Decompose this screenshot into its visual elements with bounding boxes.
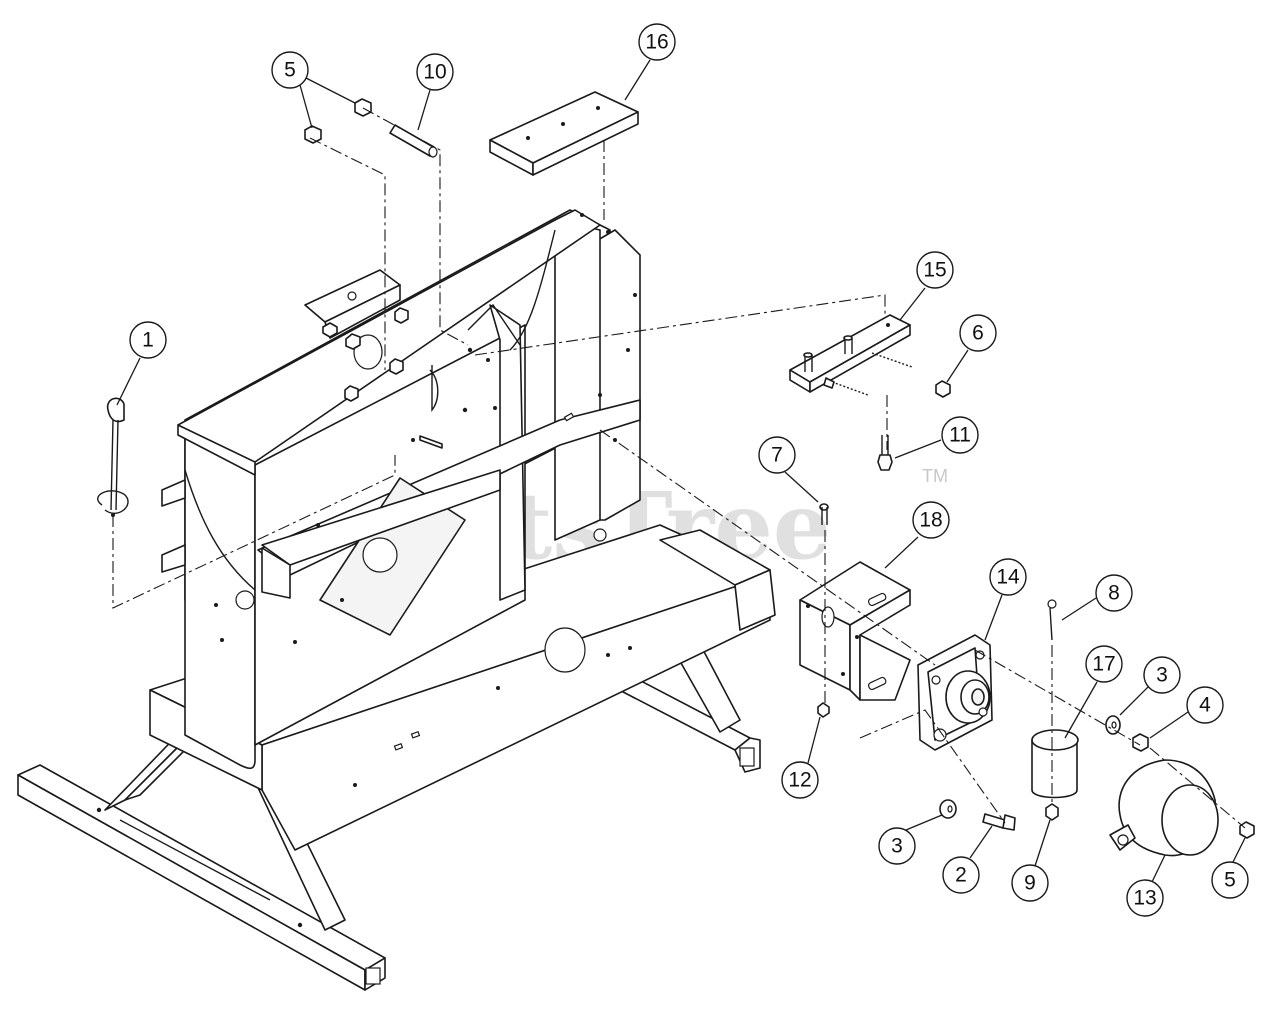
callout-15: 15 (916, 251, 954, 289)
svg-text:5: 5 (284, 59, 296, 82)
part-12-nut (817, 702, 830, 718)
callouts: 1 5 10 16 15 6 (116, 23, 1249, 917)
svg-text:14: 14 (996, 566, 1020, 589)
part-9-nut (1045, 803, 1059, 821)
right-upright (597, 229, 641, 521)
callout-13: 13 (1126, 879, 1164, 917)
callout-6: 6 (959, 314, 997, 352)
part-18-bracket (799, 561, 911, 701)
part-3-washer-left (939, 799, 957, 819)
part-7-bolt (819, 503, 829, 525)
svg-text:2: 2 (955, 864, 967, 887)
svg-text:18: 18 (919, 509, 942, 532)
svg-text:9: 9 (1024, 872, 1036, 895)
upright-housing (161, 209, 641, 770)
housing-left-side (184, 424, 256, 770)
part-11-bolt (877, 435, 893, 471)
callout-5-right: 5 (1211, 861, 1249, 899)
svg-text:10: 10 (423, 61, 446, 84)
part-13-bearing-cover (1109, 759, 1219, 857)
beam-hole-large (544, 627, 586, 673)
svg-text:16: 16 (645, 31, 668, 54)
svg-text:5: 5 (1224, 869, 1236, 892)
svg-text:6: 6 (972, 322, 984, 345)
svg-text:8: 8 (1108, 582, 1120, 605)
svg-text:11: 11 (949, 424, 971, 447)
callout-7: 7 (758, 436, 796, 474)
part-16-top-pad (489, 91, 639, 176)
part-5-nuts-top (304, 98, 372, 144)
svg-text:4: 4 (1199, 694, 1211, 717)
callout-18: 18 (912, 501, 950, 539)
callout-17: 17 (1085, 645, 1123, 683)
callout-3-right: 3 (1143, 656, 1181, 694)
callout-4: 4 (1186, 686, 1224, 724)
svg-text:7: 7 (771, 444, 783, 467)
part-14-flange-bearing (917, 634, 993, 751)
callout-8: 8 (1095, 574, 1133, 612)
assembly-leader-lines (112, 107, 1246, 829)
part-2-bolt (982, 813, 1016, 831)
callout-2: 2 (942, 856, 980, 894)
svg-text:1: 1 (142, 329, 154, 352)
callout-12: 12 (781, 761, 819, 799)
part-3-washer-right (1105, 715, 1121, 735)
callout-5-top: 5 (271, 51, 309, 89)
callout-16: 16 (638, 23, 676, 61)
part-15-clamp-bar (789, 314, 913, 396)
callout-3-left: 3 (878, 827, 916, 865)
part-8-cotter-pin (1047, 599, 1057, 641)
svg-text:13: 13 (1133, 887, 1156, 910)
part-5-nut-right (1239, 821, 1255, 839)
callout-10: 10 (416, 53, 454, 91)
svg-text:15: 15 (923, 259, 946, 282)
callout-11: 11 (941, 416, 979, 454)
callout-9: 9 (1011, 864, 1049, 902)
callout-1: 1 (129, 321, 167, 359)
svg-text:17: 17 (1092, 653, 1115, 676)
svg-text:3: 3 (1156, 664, 1168, 687)
svg-text:3: 3 (891, 835, 903, 858)
part-17-bushing (1031, 729, 1079, 799)
svg-text:12: 12 (788, 769, 811, 792)
part-10-pin (389, 124, 438, 158)
part-1-hitch-pin (97, 397, 129, 517)
watermark-trademark: TM (922, 466, 948, 486)
part-6-nut (935, 380, 951, 398)
callout-14: 14 (989, 558, 1027, 596)
part-4-nut (1132, 733, 1149, 752)
